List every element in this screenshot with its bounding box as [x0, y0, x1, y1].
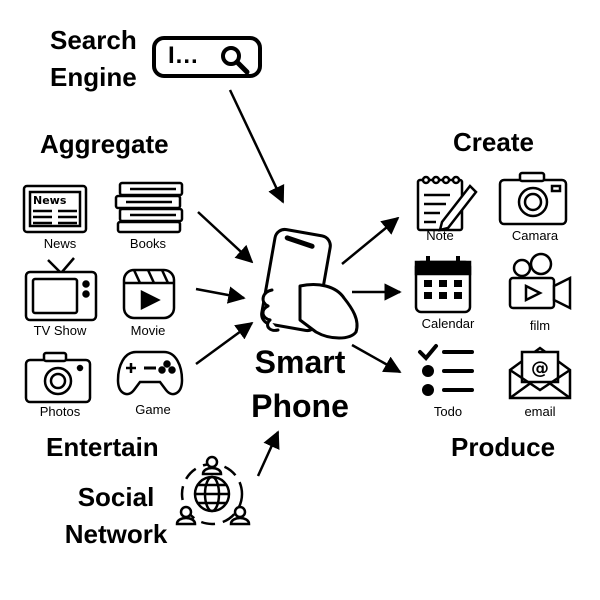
- video-camera-icon: [508, 252, 572, 311]
- label-photos: Photos: [39, 404, 81, 419]
- camera-icon: [498, 171, 568, 226]
- tv-icon: [24, 257, 98, 322]
- label-camara: Camara: [511, 228, 559, 243]
- gamepad-icon: [116, 350, 184, 396]
- label-calendar: Calendar: [421, 316, 475, 331]
- search-bar: I...: [152, 36, 262, 78]
- newspaper-icon: News: [22, 184, 88, 234]
- group-title-create: Create: [453, 127, 534, 157]
- checklist-icon: [418, 344, 474, 396]
- arrow-create: [341, 216, 400, 265]
- movie-clapper-icon: [122, 268, 176, 320]
- group-title-entertain: Entertain: [46, 432, 159, 462]
- camera-icon: [24, 351, 92, 404]
- arrow-movie: [195, 286, 246, 304]
- label-news: News: [43, 236, 77, 251]
- center-title: Smart Phone: [251, 344, 349, 424]
- label-note: Note: [426, 228, 454, 243]
- arrows: [195, 89, 402, 477]
- arrow-social: [256, 430, 280, 477]
- label-movie: Movie: [130, 323, 166, 338]
- label-tv-show: TV Show: [33, 323, 87, 338]
- book-stack-icon: [114, 181, 184, 234]
- group-title-social: Social Network: [64, 482, 168, 549]
- search-bar-text: I...: [168, 42, 199, 69]
- label-game: Game: [135, 402, 171, 417]
- group-title-search: Search Engine: [50, 25, 137, 92]
- label-todo: Todo: [433, 404, 463, 419]
- label-books: Books: [129, 236, 167, 251]
- svg-text:News: News: [33, 194, 67, 207]
- group-title-aggregate: Aggregate: [40, 129, 169, 159]
- label-film: film: [529, 318, 551, 333]
- arrow-search: [228, 89, 285, 204]
- magnifier-icon: [221, 46, 250, 75]
- arrow-produce: [351, 343, 402, 374]
- globe-network-icon: [175, 455, 251, 526]
- calendar-icon: [414, 256, 472, 314]
- svg-text:@: @: [531, 358, 549, 379]
- arrow-entertain: [195, 321, 254, 366]
- group-title-produce: Produce: [451, 432, 556, 462]
- label-email: email: [524, 404, 556, 419]
- arrow-aggregate: [197, 211, 254, 264]
- hand-phone-icon: [260, 227, 359, 340]
- notepad-pencil-icon: [416, 175, 478, 232]
- envelope-icon: @: [508, 346, 572, 400]
